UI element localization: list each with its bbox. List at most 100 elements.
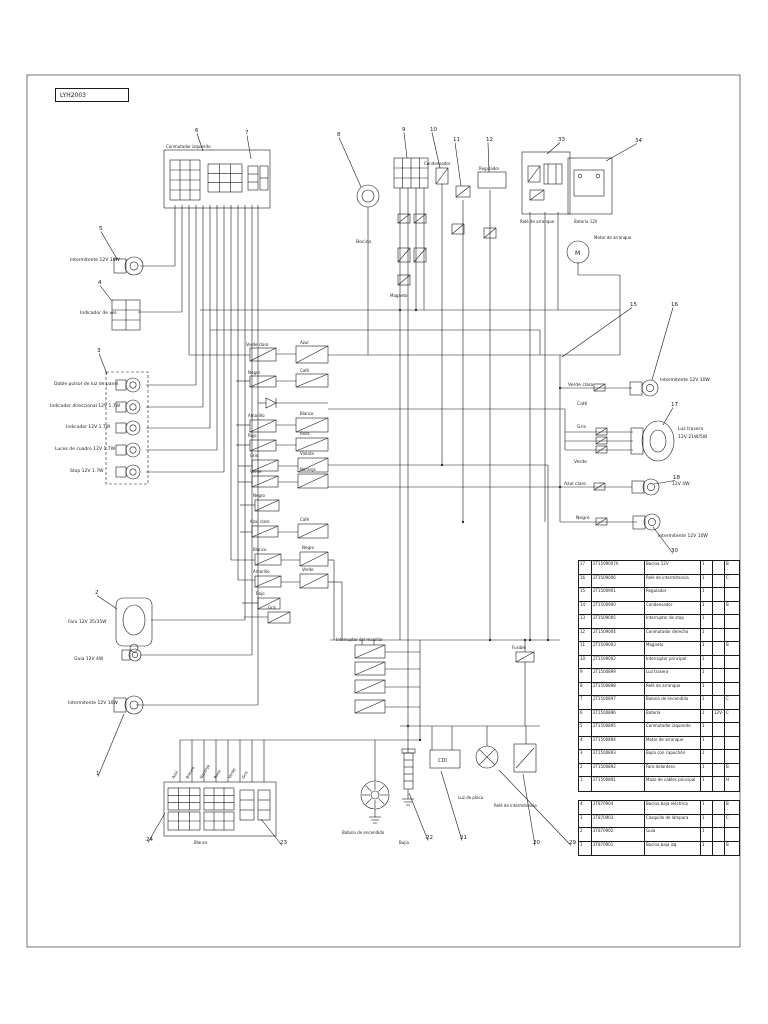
lamp-bulb: [125, 377, 141, 393]
connector: [249, 347, 277, 362]
callout-number: 33: [558, 137, 565, 143]
bom-cell: [725, 737, 739, 750]
diagram-label: Rojo: [256, 591, 265, 596]
connector: [299, 551, 329, 567]
bom-cell: 10: [579, 655, 592, 669]
bom-cell: 1: [701, 763, 713, 777]
diagram-label: Fusible: [512, 645, 526, 650]
connector: [254, 575, 282, 588]
lamp-bulb: [641, 379, 659, 397]
bom-cell: Faro delantero: [645, 763, 701, 777]
diagram-label: Café: [300, 368, 310, 373]
diagram-label: Rojo: [248, 433, 257, 438]
bom-cell: Conmutador izquierdo: [645, 723, 701, 736]
connector: [595, 427, 608, 436]
bom-cell: [713, 841, 725, 855]
connector: [254, 499, 280, 512]
lamp-bulb: [125, 442, 141, 458]
wire-junction: [440, 463, 444, 467]
bom-cell: 3: [579, 750, 592, 763]
bom-cell: 1: [701, 561, 713, 574]
connector-mark: [397, 247, 411, 263]
component-outline: [163, 149, 271, 209]
bom-cell: 12V-7Ah: [713, 709, 725, 723]
wire-junction: [414, 308, 418, 312]
bom-cell: 1: [701, 777, 713, 791]
bom-cell: 2T1509003: [592, 642, 645, 655]
connector-mark: [254, 575, 282, 588]
bom-cell: [713, 601, 725, 615]
diagram-label: 12V 4W: [672, 481, 690, 487]
callout-number: 20: [533, 840, 540, 846]
diagram-label: Verde claro: [246, 342, 269, 347]
diagram-label: Indicador 12V 1.7W: [66, 424, 111, 430]
coil-spoke: [378, 798, 385, 805]
connector-mark: [297, 473, 329, 489]
callout-leader: [546, 142, 561, 155]
callout-leader: [196, 133, 204, 152]
connector: [249, 375, 277, 388]
bom-cell: Relé de arranque: [645, 682, 701, 696]
bom-cell: Regulador: [645, 588, 701, 601]
diode-symbol: [265, 397, 277, 409]
diagram-label: Luz trasera: [678, 426, 703, 432]
component-outline: [163, 781, 277, 837]
connector: [435, 167, 449, 185]
bom-cell: 17: [579, 561, 592, 574]
diagram-label: Blanco: [253, 547, 267, 552]
bom-cell: Conmutador derecho: [645, 628, 701, 642]
lamp-filament: [132, 651, 139, 658]
callout-leader: [653, 480, 676, 485]
wire-junction: [528, 638, 532, 642]
connector-mark: [249, 419, 277, 433]
connector-mark: [413, 213, 427, 224]
connector-mark: [295, 345, 329, 364]
title-block: LYH2003: [55, 88, 129, 102]
bom-cell: 1: [701, 574, 713, 588]
diagram-label: Rosa: [300, 431, 310, 436]
callout-leader: [498, 769, 572, 846]
bom-cell: [713, 736, 725, 750]
diagram-label: Naranja: [199, 763, 211, 780]
callout-leader: [408, 792, 429, 841]
connector-mark: [354, 679, 386, 694]
bom-cell: 2T1509004: [592, 628, 645, 642]
connector: [295, 373, 329, 388]
bom-cell: 1: [701, 588, 713, 601]
connector-mark: [297, 457, 329, 473]
bom-cell: 13: [579, 615, 592, 628]
diagram-label: Intermitente 12V 10W: [70, 257, 120, 263]
lamp-bulb: [125, 420, 141, 436]
lamp-filament: [129, 700, 139, 710]
bom-cell: 4: [579, 801, 592, 814]
connector-mark: [249, 439, 277, 452]
component-outline: [513, 743, 537, 773]
callout-leader: [651, 307, 674, 381]
wire-junction: [406, 724, 410, 728]
bom-cell: 1: [701, 841, 713, 855]
callout-number: 15: [630, 302, 637, 308]
callout-leader: [487, 142, 490, 173]
callout-number: 24: [146, 837, 153, 843]
connector-grid: [247, 165, 259, 191]
bom-cell: 15: [579, 588, 592, 601]
diagram-label: Intermitente 12V 10W: [68, 700, 118, 706]
connector-mark: [295, 417, 329, 433]
diagram-label: Verde: [302, 567, 314, 572]
callout-leader: [97, 713, 125, 777]
bom-cell: 2T1500894: [592, 736, 645, 750]
connector: [354, 661, 386, 676]
bom-cell: 2T1500896: [592, 709, 645, 723]
bom-cell: Motor de arranque: [645, 736, 701, 750]
